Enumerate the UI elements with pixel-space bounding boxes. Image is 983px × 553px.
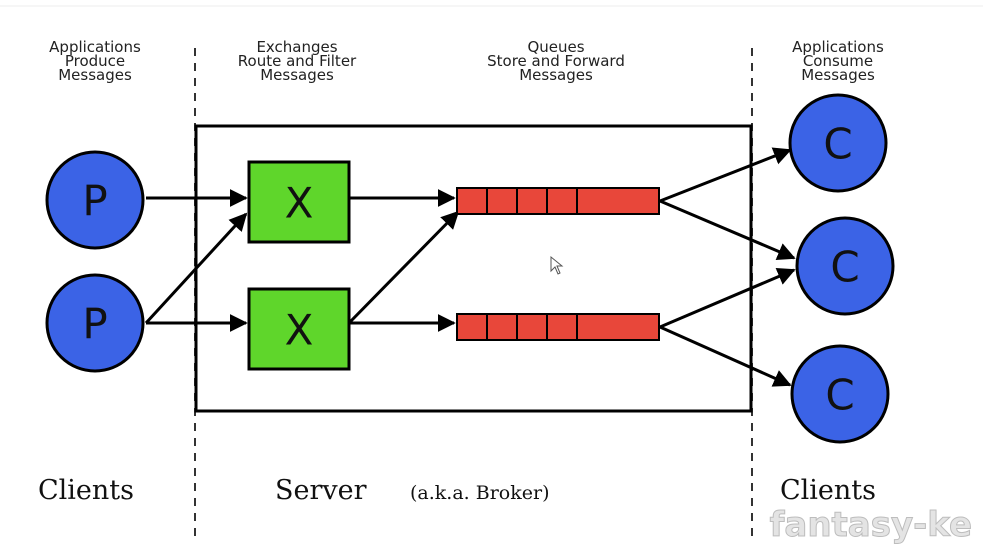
header-exchanges-line-2: Route and Filter bbox=[238, 52, 357, 70]
header-exchanges-line-3: Messages bbox=[260, 66, 334, 84]
exchange-box-1 bbox=[247, 160, 351, 244]
producer-node-2: P bbox=[45, 273, 145, 373]
header-producers-line-2: Produce bbox=[65, 52, 125, 70]
section-clients-left: Clients bbox=[38, 475, 134, 506]
arrow-x2-q1 bbox=[347, 210, 460, 325]
header-consumers-line-3: Messages bbox=[801, 66, 875, 84]
queue-1 bbox=[456, 187, 660, 215]
header-consumers: Applications Consume Messages bbox=[792, 38, 884, 84]
header-producers: Applications Produce Messages bbox=[49, 38, 141, 84]
exchange-label-1: X bbox=[285, 179, 314, 228]
arrow-q2-c2 bbox=[659, 268, 796, 329]
watermark-text: fantasy-ke bbox=[770, 505, 972, 545]
consumer-label-3: C bbox=[825, 371, 854, 420]
exchange-box-2 bbox=[247, 287, 351, 371]
consumer-circle-1 bbox=[788, 93, 888, 193]
consumer-label-1: C bbox=[823, 120, 852, 169]
producer-circle-2 bbox=[45, 273, 145, 373]
arrow-q1-c2 bbox=[659, 199, 796, 260]
header-producers-line-3: Messages bbox=[58, 66, 132, 84]
header-producers-line-1: Applications bbox=[49, 38, 141, 56]
producer-circle-1 bbox=[45, 150, 145, 250]
section-server-note: (a.k.a. Broker) bbox=[410, 482, 549, 504]
queue-2 bbox=[456, 313, 660, 341]
consumer-node-3: C bbox=[790, 344, 890, 444]
queue-2-body bbox=[456, 313, 660, 341]
mouse-cursor-icon bbox=[550, 255, 564, 275]
producer-label-1: P bbox=[82, 177, 107, 226]
section-clients-right: Clients bbox=[780, 475, 876, 506]
consumer-node-1: C bbox=[788, 93, 888, 193]
header-exchanges: Exchanges Route and Filter Messages bbox=[238, 38, 357, 84]
header-consumers-line-1: Applications bbox=[792, 38, 884, 56]
header-consumers-line-2: Consume bbox=[803, 52, 873, 70]
exchange-node-2: X bbox=[247, 287, 351, 371]
arrow-q2-c3 bbox=[659, 325, 792, 387]
header-queues-line-2: Store and Forward bbox=[487, 52, 625, 70]
consumer-label-2: C bbox=[830, 243, 859, 292]
header-exchanges-line-1: Exchanges bbox=[256, 38, 337, 56]
header-queues-line-1: Queues bbox=[527, 38, 584, 56]
consumer-circle-2 bbox=[795, 216, 895, 316]
exchange-label-2: X bbox=[285, 306, 314, 355]
queue-1-body bbox=[456, 187, 660, 215]
section-server: Server bbox=[275, 475, 367, 506]
header-queues-line-3: Messages bbox=[519, 66, 593, 84]
producer-node-1: P bbox=[45, 150, 145, 250]
arrow-p2-x1 bbox=[144, 212, 248, 325]
consumer-node-2: C bbox=[795, 216, 895, 316]
consumer-circle-3 bbox=[790, 344, 890, 444]
header-queues: Queues Store and Forward Messages bbox=[487, 38, 625, 84]
arrow-q1-c1 bbox=[659, 147, 792, 203]
exchange-node-1: X bbox=[247, 160, 351, 244]
producer-label-2: P bbox=[82, 300, 107, 349]
